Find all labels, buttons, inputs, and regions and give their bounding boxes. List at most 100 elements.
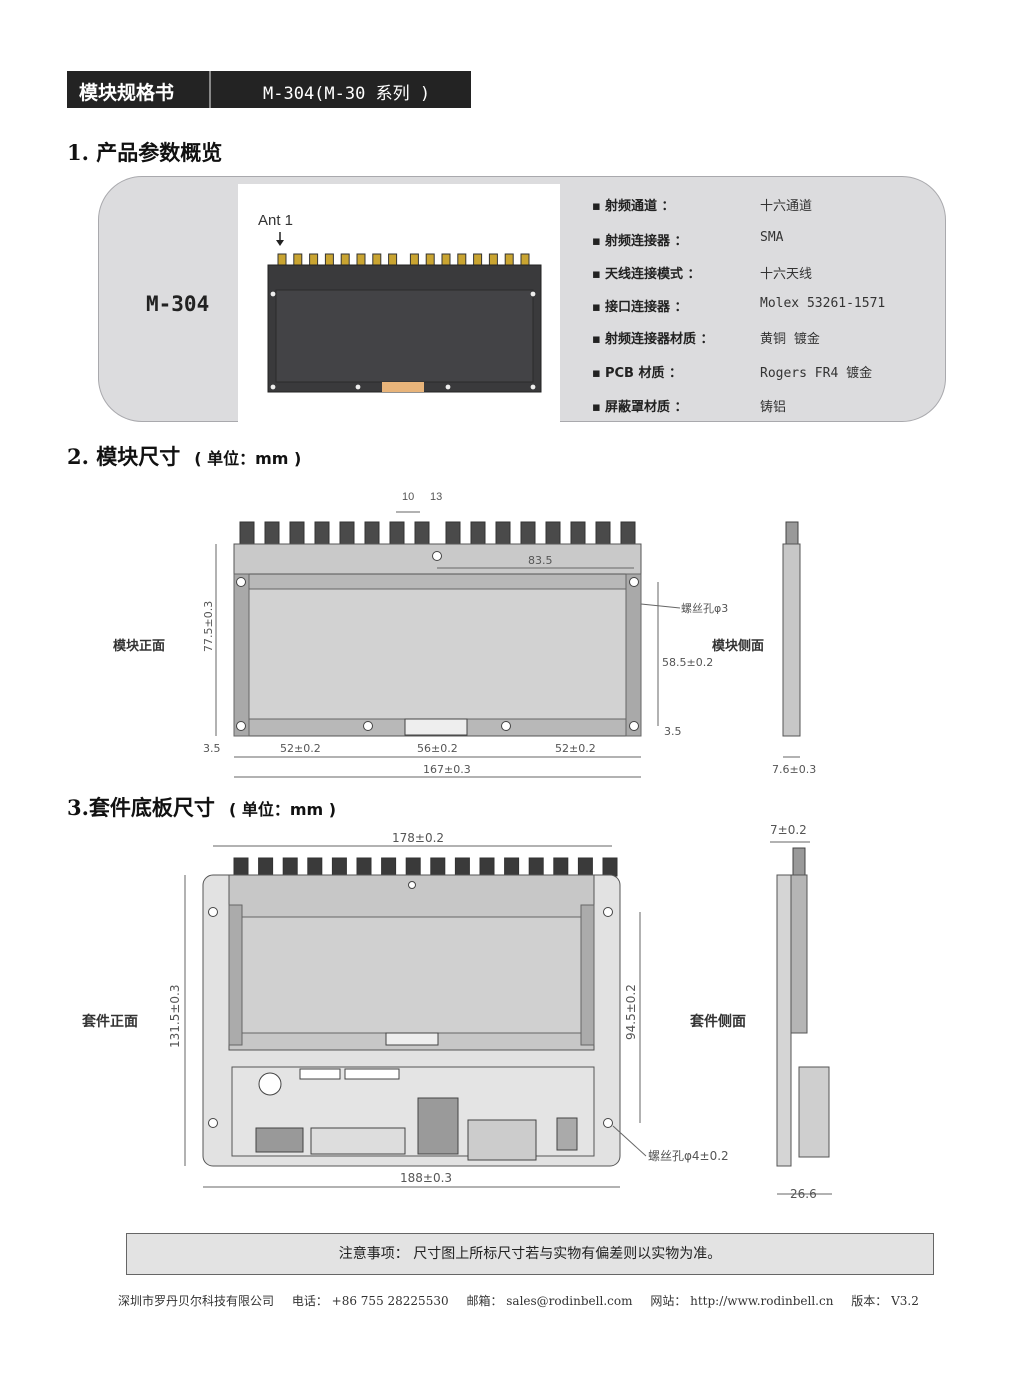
header-divider <box>209 71 211 108</box>
kit-connectors <box>233 857 618 877</box>
sma-connector <box>389 521 405 545</box>
spec-header: 模块规格书 M-304(M-30 系列 ) <box>67 71 471 108</box>
sma-connector <box>339 521 355 545</box>
footer-site: 网站： http://www.rodinbell.cn <box>650 1294 834 1308</box>
bullet-icon: ▪ <box>592 366 605 381</box>
module-photo: Ant 1 <box>238 184 560 422</box>
dim-13: 13 <box>430 491 442 503</box>
sma-connector <box>340 253 350 267</box>
sma-connector <box>570 521 586 545</box>
sma-connector <box>364 521 380 545</box>
sma-connector <box>425 253 435 267</box>
section-3-label: 3.套件底板尺寸 <box>67 795 215 820</box>
spec-label: 射频通道 ： <box>604 199 675 214</box>
spec-row: ▪ 射频连接器 ：SMA <box>592 230 783 249</box>
spec-row: ▪ 射频连接器材质 ： 黄铜 镀金 <box>592 328 820 347</box>
spec-value: Rogers FR4 镀金 <box>760 366 873 381</box>
dim-hole-3: 螺丝孔φ3 <box>681 602 728 615</box>
section-2-title: 2. 模块尺寸( 单位：mm ) <box>67 441 301 471</box>
module-side-label: 模块侧面 <box>712 638 764 654</box>
sma-connector <box>520 521 536 545</box>
sma-connector <box>488 253 498 267</box>
sma-connector <box>356 253 366 267</box>
kit-side-label: 套件侧面 <box>690 1013 746 1030</box>
dim-167: 167±0.3 <box>423 763 471 776</box>
doc-model: M-304(M-30 系列 ) <box>263 84 431 104</box>
spec-value: Molex 53261-1571 <box>760 296 886 311</box>
sma-connector <box>293 253 303 267</box>
dim-7-6: 7.6±0.3 <box>772 763 816 776</box>
kit-front-label: 套件正面 <box>82 1013 138 1030</box>
sma-connector <box>545 521 561 545</box>
dim-94-5: 94.5±0.2 <box>624 984 638 1040</box>
dim-7: 7±0.2 <box>770 823 807 837</box>
sma-connector <box>264 521 280 545</box>
module-front-label: 模块正面 <box>113 638 165 654</box>
sma-connector <box>331 857 347 877</box>
dim-3-5-right: 3.5 <box>664 725 682 738</box>
spec-value: 黄铜 镀金 <box>760 332 820 347</box>
sma-connector <box>520 253 530 267</box>
dim-3-5-left: 3.5 <box>203 742 221 755</box>
section-1-title: 1. 产品参数概览 <box>67 140 223 165</box>
dim-10: 10 <box>402 491 414 503</box>
sma-connector <box>445 521 461 545</box>
bullet-icon: ▪ <box>592 300 605 315</box>
sma-connector <box>441 253 451 267</box>
sma-connector <box>620 521 636 545</box>
spec-value: 十六通道 <box>760 199 813 214</box>
bullet-icon: ▪ <box>592 400 605 415</box>
spec-label: 接口连接器 ： <box>604 300 688 315</box>
spec-row: ▪ 屏蔽罩材质 ：铸铝 <box>592 396 786 415</box>
sma-connector <box>381 857 397 877</box>
footer-version: 版本： V3.2 <box>851 1294 919 1308</box>
sma-connector <box>309 253 319 267</box>
spec-label: 射频连接器材质 ： <box>604 332 714 347</box>
photo-connectors <box>277 253 530 267</box>
sma-connector <box>577 857 593 877</box>
sma-connector <box>324 253 334 267</box>
section-3-unit: ( 单位：mm ) <box>228 800 337 819</box>
sma-connector <box>277 253 287 267</box>
sma-connector <box>282 857 298 877</box>
footer-company: 深圳市罗丹贝尔科技有限公司 <box>118 1294 275 1308</box>
sma-connector <box>307 857 323 877</box>
sma-connector <box>258 857 274 877</box>
sma-connector <box>457 253 467 267</box>
bullet-icon: ▪ <box>592 267 605 282</box>
dim-131-5: 131.5±0.3 <box>168 985 182 1049</box>
sma-connector <box>405 857 421 877</box>
ant-label: Ant 1 <box>258 212 293 229</box>
sma-connector <box>553 857 569 877</box>
spec-row: ▪ 射频通道 ：十六通道 <box>592 195 812 214</box>
kit-dimension-drawing: 178±0.2 131.5±0.3 94.5±0.2 螺丝孔φ4±0.2 188… <box>82 823 832 1201</box>
bullet-icon: ▪ <box>592 234 605 249</box>
dim-56: 56±0.2 <box>417 742 458 755</box>
module-dimension-drawing: 10 13 83.5 77.5±0.3 58.5±0.2 螺丝孔φ3 3.5 3… <box>113 491 816 778</box>
spec-row: ▪ 天线连接模式 ：十六天线 <box>592 263 812 282</box>
spec-row: ▪ PCB 材质 ：Rogers FR4 镀金 <box>592 362 872 381</box>
dim-52-right: 52±0.2 <box>555 742 596 755</box>
sma-connector <box>372 253 382 267</box>
dim-58-5: 58.5±0.2 <box>662 656 713 669</box>
spec-label: 天线连接模式 ： <box>604 267 701 282</box>
sma-connector <box>239 521 255 545</box>
sma-connector <box>479 857 495 877</box>
sma-connector <box>430 857 446 877</box>
sma-connector <box>289 521 305 545</box>
notice-box: 注意事项： 尺寸图上所标尺寸若与实物有偏差则以实物为准。 <box>126 1233 934 1275</box>
dim-83-5: 83.5 <box>528 554 553 567</box>
spec-row: ▪ 接口连接器 ： Molex 53261-1571 <box>592 296 885 315</box>
section-3-title: 3.套件底板尺寸 ( 单位：mm ) <box>67 792 336 822</box>
bullet-icon: ▪ <box>592 332 605 347</box>
overview-model: M-304 <box>146 292 210 316</box>
dim-52-left: 52±0.2 <box>280 742 321 755</box>
footer-email: 邮箱： sales@rodinbell.com <box>466 1294 633 1308</box>
sma-connector <box>388 253 398 267</box>
sma-connector <box>409 253 419 267</box>
sma-connector <box>595 521 611 545</box>
page-footer: 深圳市罗丹贝尔科技有限公司 电话： +86 755 28225530 邮箱： s… <box>118 1292 933 1309</box>
sma-connector <box>356 857 372 877</box>
sma-connector <box>414 521 430 545</box>
dim-77-5: 77.5±0.3 <box>202 601 215 652</box>
